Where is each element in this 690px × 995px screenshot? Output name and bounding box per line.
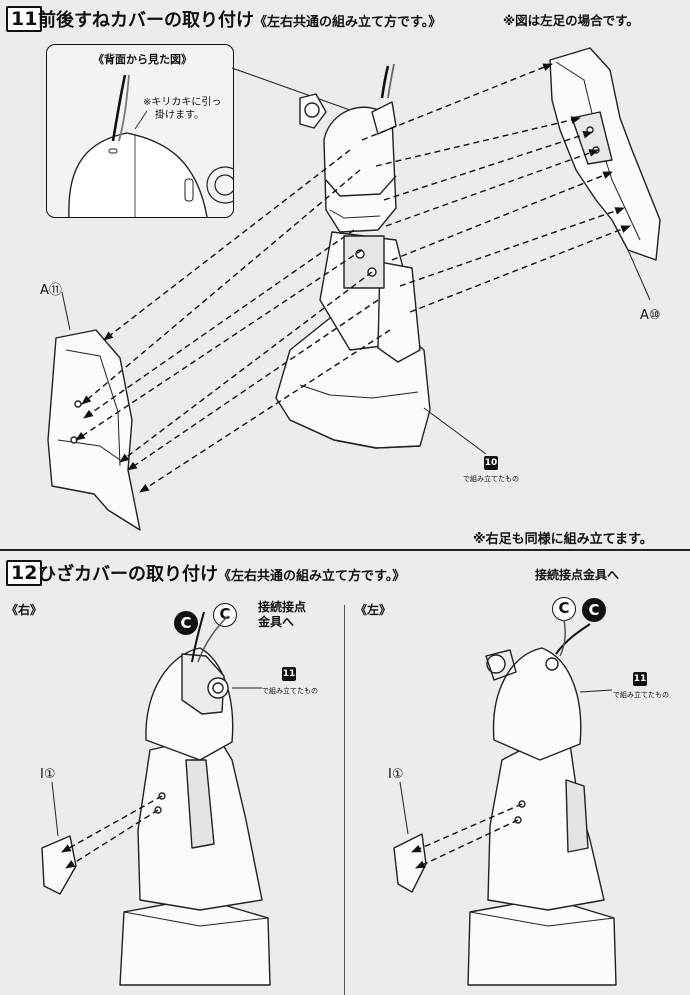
step-11-footer-note: ※右足も同様に組み立てます。 — [473, 532, 653, 547]
callout-back-view-drawing — [68, 74, 233, 217]
left-side-label: 《左》 — [355, 603, 392, 617]
callout-leader-line — [231, 67, 351, 111]
c-terminal-filled-left: C — [582, 598, 606, 622]
knee-cover-i1-left — [393, 833, 427, 893]
assembly-ref-badge-11-right: 11 — [282, 667, 296, 681]
front-cover-a11 — [47, 329, 141, 531]
step-11-title: 前後すねカバーの取り付け《左右共通の組み立て方です。》 — [38, 6, 441, 32]
assembly-ref-badge-11-left: 11 — [633, 672, 647, 686]
c-terminal-outline-right: C — [213, 603, 237, 627]
assembly-guide-arrows — [61, 63, 631, 869]
part-label-i1-right: I① — [40, 767, 56, 782]
back-cover-a10 — [549, 47, 661, 261]
callout-note-line-2: 掛けます。 — [155, 110, 204, 121]
assembly-ref-text: で組み立てたもの — [463, 475, 519, 483]
back-view-callout: 《背面から見た図》 ※キリカキに引っ 掛けます。 — [46, 44, 234, 218]
part-label-i1-left: I① — [388, 767, 404, 782]
step-11-number: 11 — [6, 6, 43, 32]
step-11-subtitle: 《左右共通の組み立て方です。》 — [254, 15, 442, 30]
step-12-title-text: ひざカバーの取り付け — [38, 564, 218, 585]
section-divider — [0, 549, 690, 551]
assembly-ref-text-left: で組み立てたもの — [613, 691, 669, 699]
callout-note-line-1: ※キリカキに引っ — [143, 97, 222, 108]
c-terminal-outline-left: C — [552, 597, 576, 621]
step-12-number: 12 — [6, 560, 43, 586]
assembly-ref-text-right: で組み立てたもの — [262, 687, 318, 695]
part-label-a11: A⑪ — [40, 283, 62, 298]
column-divider — [344, 605, 345, 995]
step-11-note: ※図は左足の場合です。 — [503, 13, 639, 28]
leg-left-step12 — [467, 647, 617, 986]
assembly-ref-badge-10: 10 — [484, 456, 498, 470]
callout-title: 《背面から見た図》 — [93, 53, 192, 66]
leg-right-step12 — [119, 647, 271, 986]
c-terminal-filled-right: C — [174, 611, 198, 635]
connector-label-line-2: 金具へ — [258, 615, 295, 629]
leg-assembly-step11 — [275, 93, 431, 449]
connector-label-line-1: 接続接点 — [258, 600, 307, 614]
part-label-a10: A⑩ — [640, 308, 661, 323]
right-side-label: 《右》 — [6, 603, 43, 617]
step-12-subtitle: 《左右共通の組み立て方です。》 — [218, 569, 406, 584]
step-12-title: ひざカバーの取り付け《左右共通の組み立て方です。》 — [38, 560, 405, 586]
step-11-title-text: 前後すねカバーの取り付け — [38, 10, 254, 31]
connector-label-right-view: 接続接点金具へ — [535, 568, 620, 582]
